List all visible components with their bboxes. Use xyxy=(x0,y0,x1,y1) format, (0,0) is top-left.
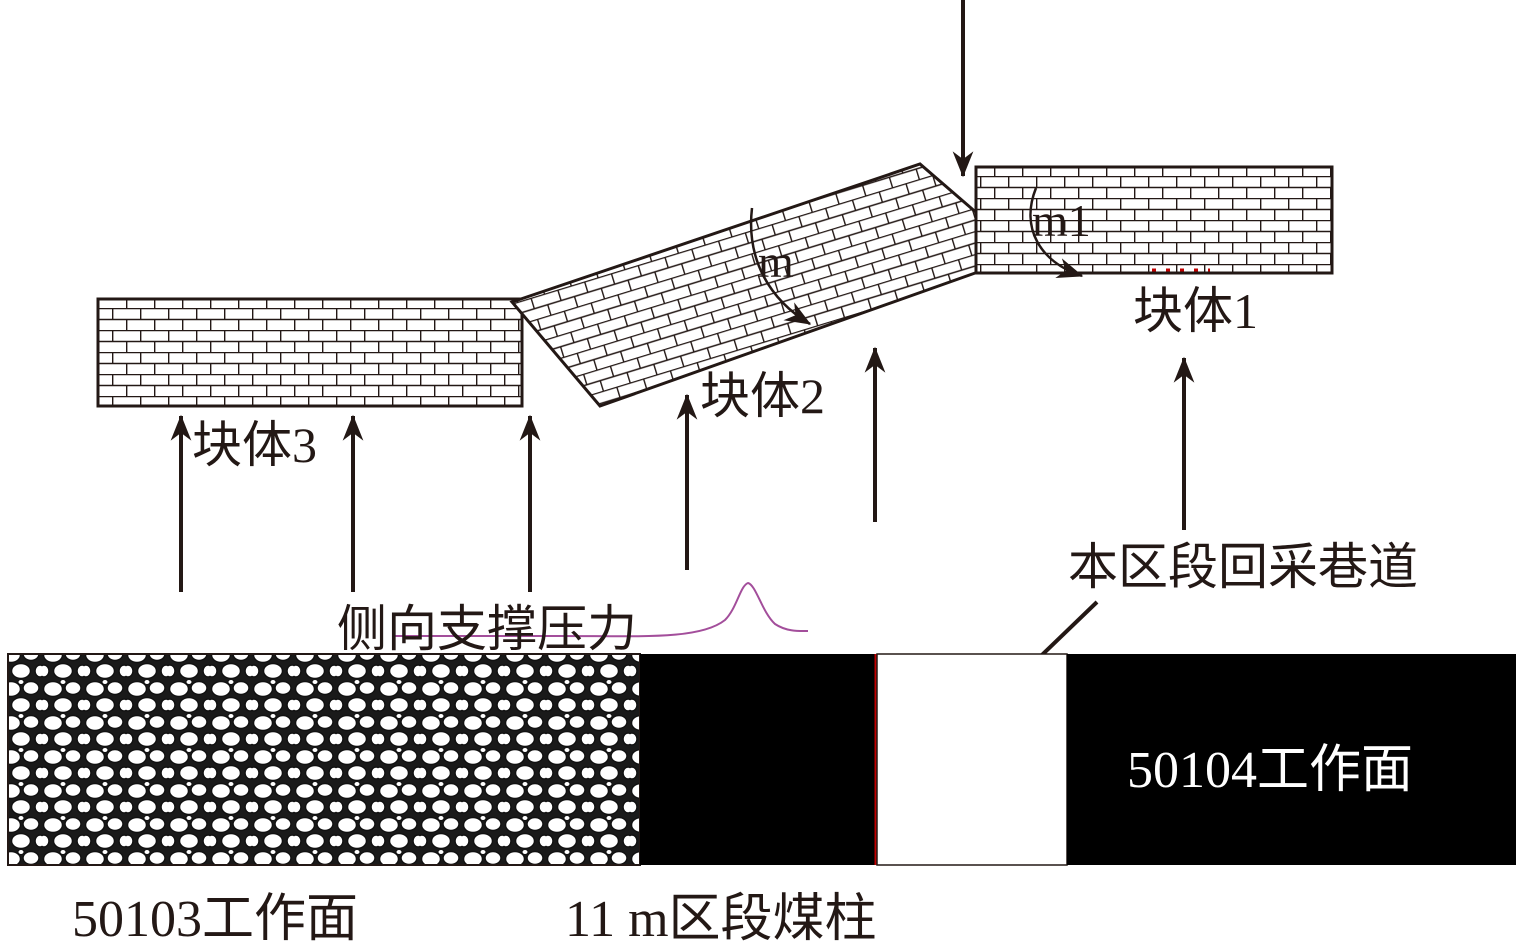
moment-m-arc xyxy=(749,207,812,326)
roadway-label: 本区段回采巷道 xyxy=(1068,539,1418,595)
moment-m1-arc xyxy=(1029,187,1084,279)
pressure-curve xyxy=(392,581,809,638)
moment-m1-label: m1 xyxy=(1032,195,1091,246)
lateral-pressure-label: 侧向支撑压力 xyxy=(337,601,637,657)
coal-50104 xyxy=(1067,654,1516,865)
gob-50103 xyxy=(7,653,641,866)
face-50103-label: 50103工作面 xyxy=(72,891,358,948)
coal-pillar xyxy=(640,654,875,865)
coal-pillar-label: 11 m区段煤柱 xyxy=(565,891,877,948)
block-2-label: 块体2 xyxy=(700,368,825,424)
roadway xyxy=(876,653,1068,866)
block-1-label: 块体1 xyxy=(1133,283,1258,339)
moment-m-label: m xyxy=(758,236,794,287)
block-3-rock xyxy=(96,297,524,408)
block-3-label: 块体3 xyxy=(192,417,317,473)
face-50104-label: 50104工作面 xyxy=(1127,742,1413,799)
block-1-rock xyxy=(974,165,1334,275)
